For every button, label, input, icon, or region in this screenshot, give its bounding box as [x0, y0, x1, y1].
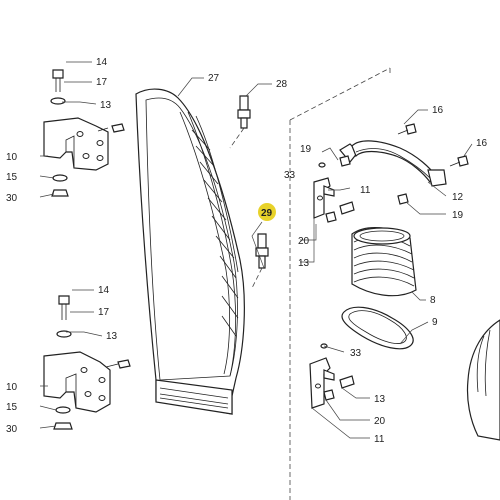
small-bracket-lower — [309, 343, 355, 409]
mounting-bracket — [43, 351, 111, 413]
callout-11-bottom: 11 — [374, 434, 385, 445]
washer-20 — [323, 389, 335, 401]
callout-33-top: 33 — [284, 170, 296, 181]
callout-30-top: 30 — [6, 193, 18, 204]
mounting-bracket — [43, 117, 109, 171]
callout-29-highlight — [258, 203, 276, 221]
stud-28 — [237, 95, 251, 129]
callout-17-top: 17 — [96, 77, 108, 88]
lower-bracket-group — [43, 295, 131, 430]
nut-19 — [339, 155, 409, 205]
callout-10-top: 10 — [6, 152, 18, 163]
callout-13-mid: 13 — [298, 258, 310, 269]
washer — [56, 330, 72, 338]
washer — [55, 406, 71, 414]
callout-8: 8 — [430, 295, 436, 306]
adjacent-lamp-partial — [466, 319, 500, 441]
nut — [51, 189, 69, 197]
callout-15-top: 15 — [6, 172, 18, 183]
callout-13-top: 13 — [100, 100, 112, 111]
callout-12: 12 — [452, 192, 464, 203]
washer — [52, 174, 68, 182]
callout-15-bottom: 15 — [6, 402, 18, 413]
leader-lines — [39, 61, 473, 439]
callout-20-bottom: 20 — [374, 416, 386, 427]
screw-16b — [449, 155, 469, 167]
screw-16 — [397, 123, 417, 135]
callout-13-bottom: 13 — [106, 331, 118, 342]
callout-10-bottom: 10 — [6, 382, 18, 393]
callout-29: 29 — [261, 208, 273, 219]
small-bracket-upper — [313, 162, 355, 223]
bolt-head — [58, 295, 70, 305]
lamp-outer-shell — [135, 88, 245, 415]
callout-19-right: 19 — [452, 210, 464, 221]
callout-labels: 14 17 13 10 15 30 27 28 29 14 17 13 10 1… — [6, 57, 488, 445]
nut — [53, 422, 73, 430]
upper-bracket-group — [43, 69, 125, 197]
washer — [50, 97, 66, 105]
tail-lamp-housing — [135, 88, 245, 415]
callout-20-top: 20 — [298, 236, 310, 247]
washer-20 — [325, 211, 337, 223]
callout-14-bottom: 14 — [98, 285, 110, 296]
stud-29 — [255, 233, 269, 269]
callout-14-top: 14 — [96, 57, 108, 68]
screw-13 — [339, 375, 355, 389]
callout-13-bottom-right: 13 — [374, 394, 386, 405]
callout-27: 27 — [208, 73, 220, 84]
callout-28: 28 — [276, 79, 288, 90]
assembly-boundary — [289, 67, 391, 500]
callout-9: 9 — [432, 317, 438, 328]
callout-16-top: 16 — [432, 105, 444, 116]
screw — [117, 359, 131, 369]
callout-11-top: 11 — [360, 185, 371, 196]
screw — [111, 123, 125, 133]
callout-30-bottom: 30 — [6, 424, 18, 435]
screw-13 — [339, 201, 355, 215]
callout-19-left: 19 — [300, 144, 312, 155]
bolt-head — [52, 69, 64, 79]
callout-17-bottom: 17 — [98, 307, 110, 318]
gasket-ring — [341, 306, 414, 350]
callout-16-right: 16 — [476, 138, 488, 149]
grip-handle — [339, 140, 447, 187]
bellows-seal — [351, 227, 417, 297]
callout-33-bottom: 33 — [350, 348, 362, 359]
